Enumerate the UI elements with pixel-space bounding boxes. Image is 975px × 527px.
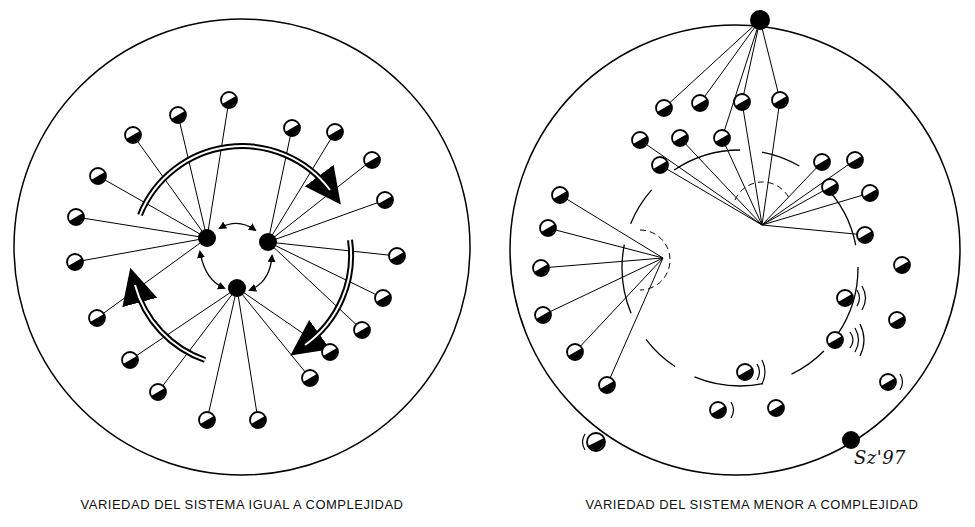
connection-lines: [541, 20, 870, 385]
system-boundary: [14, 19, 470, 475]
cycle-arrows: [135, 146, 351, 360]
dashed-arcs: [640, 182, 790, 290]
caption-right: VARIEDAD DEL SISTEMA MENOR A COMPLEJIDAD: [586, 497, 919, 512]
broken-regulation: [622, 150, 858, 386]
regulators: [198, 229, 277, 297]
connection-lines: [75, 100, 397, 420]
signature: Sz'97: [854, 447, 906, 468]
escaped-elements: [587, 431, 860, 451]
external-regulator: [750, 10, 770, 30]
elements: [67, 92, 405, 428]
caption-left: VARIEDAD DEL SISTEMA IGUAL A COMPLEJIDAD: [81, 497, 404, 512]
vibration-marks: [583, 286, 903, 450]
system-boundary: [510, 25, 960, 475]
elements: [533, 92, 910, 418]
